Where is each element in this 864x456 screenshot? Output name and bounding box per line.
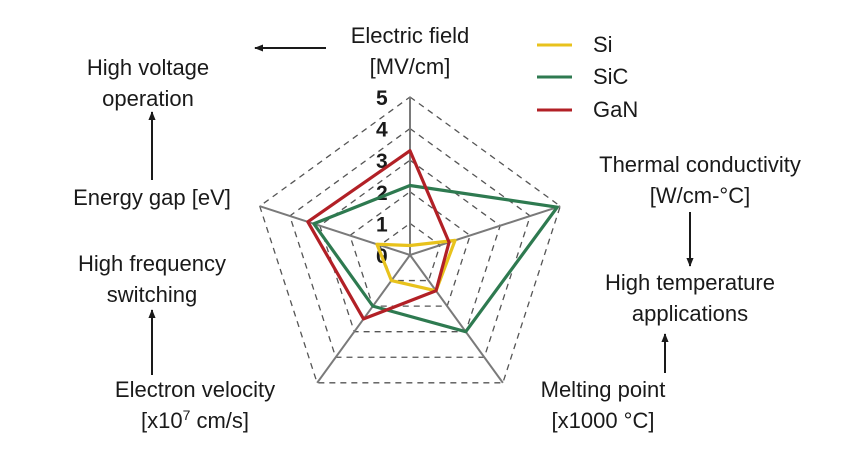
axis-label-thermal-conductivity-unit: [W/cm-°C] xyxy=(650,183,750,208)
legend-label-gan: GaN xyxy=(593,97,638,122)
annotation-high-temperature: High temperature xyxy=(605,270,775,295)
legend-label-si: Si xyxy=(593,32,613,57)
grid-ring-1 xyxy=(379,222,441,282)
unit-suffix: cm/s] xyxy=(190,408,249,433)
spoke-thermal_conductivity xyxy=(409,205,561,256)
annotation-high-frequency: High frequency xyxy=(78,251,226,276)
annotation-applications: applications xyxy=(632,301,748,326)
annotation-switching: switching xyxy=(107,282,197,307)
series-sic xyxy=(312,183,559,334)
axis-label-thermal-conductivity: Thermal conductivity xyxy=(599,152,801,177)
unit-superscript: 7 xyxy=(183,407,191,423)
radar-series xyxy=(306,149,559,334)
axis-label-electric-field: Electric field xyxy=(351,23,470,48)
spoke-melting_point xyxy=(409,254,504,384)
tick-label-5: 5 xyxy=(376,87,388,110)
axis-label-energy-gap: Energy gap [eV] xyxy=(73,185,231,210)
tick-label-2: 2 xyxy=(376,182,388,205)
unit-prefix: [x10 xyxy=(141,408,183,433)
radar-spokes xyxy=(259,97,561,384)
legend-label-sic: SiC xyxy=(593,64,629,89)
axis-label-melting-point: Melting point xyxy=(541,377,666,402)
grid-ring-5 xyxy=(258,96,562,384)
grid-ring-2 xyxy=(349,190,471,307)
series-gan xyxy=(306,149,451,321)
axis-label-melting-point-unit: [x1000 °C] xyxy=(552,408,655,433)
annotation-high-voltage: High voltage xyxy=(87,55,209,80)
axis-label-electron-velocity-unit: [x107 cm/s] xyxy=(141,407,249,433)
spoke-energy_gap xyxy=(259,205,411,256)
annotation-operation: operation xyxy=(102,86,194,111)
legend: Si SiC GaN xyxy=(537,32,638,122)
axis-label-electron-velocity: Electron velocity xyxy=(115,377,275,402)
tick-label-3: 3 xyxy=(376,150,388,173)
tick-label-4: 4 xyxy=(376,119,388,142)
axis-label-electric-field-unit: [MV/cm] xyxy=(370,54,451,79)
tick-label-1: 1 xyxy=(376,213,388,236)
